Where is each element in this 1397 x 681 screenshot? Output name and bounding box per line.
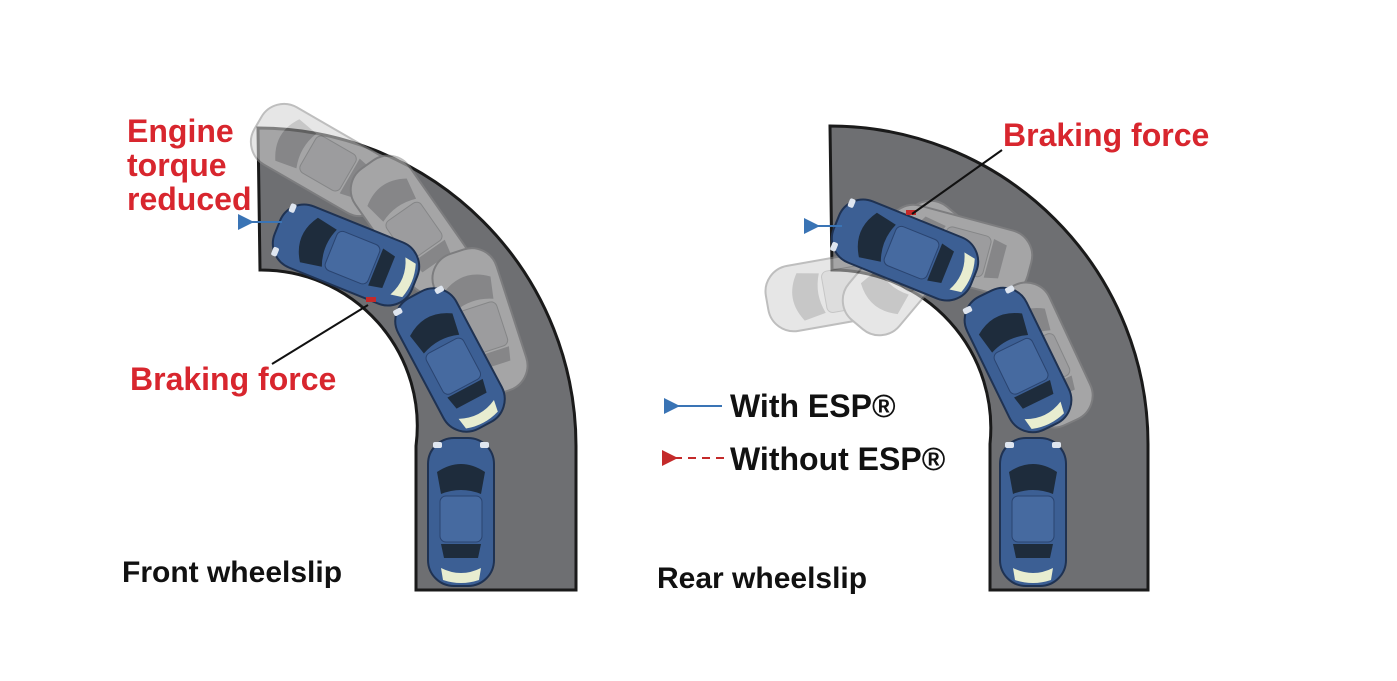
esp-car xyxy=(999,437,1067,587)
rear-panel: Braking force Rear wheelslip xyxy=(657,117,1209,595)
braking-leader-front xyxy=(271,304,369,365)
esp-car xyxy=(427,437,495,587)
brake-marker-rear xyxy=(906,210,916,215)
legend-with-esp-label: With ESP® xyxy=(730,388,896,424)
braking-force-label-front: Braking force xyxy=(130,361,336,397)
braking-leader-rear xyxy=(911,149,1003,215)
legend-without-esp-label: Without ESP® xyxy=(730,441,946,477)
brake-marker-front xyxy=(366,297,376,302)
front-wheelslip-caption: Front wheelslip xyxy=(122,556,342,589)
braking-force-label-rear: Braking force xyxy=(1003,117,1209,153)
legend: With ESP® Without ESP® xyxy=(662,388,946,477)
front-panel: Engine torque reduced Braking force Fron… xyxy=(122,93,578,592)
engine-torque-label: Engine torque reduced xyxy=(127,113,251,217)
rear-wheelslip-caption: Rear wheelslip xyxy=(657,562,867,595)
